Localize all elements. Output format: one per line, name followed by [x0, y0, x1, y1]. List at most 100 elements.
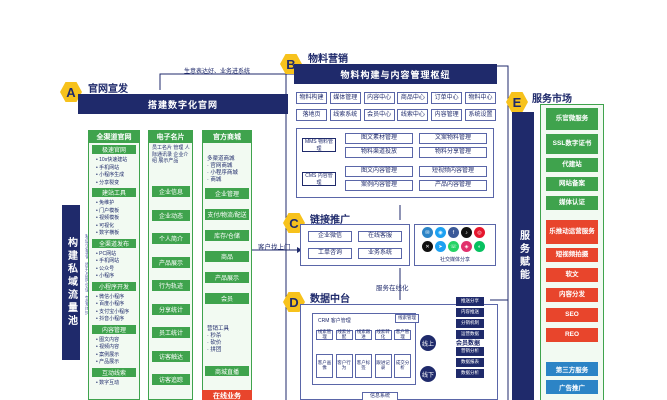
e-card-item: 访客追踪: [152, 374, 190, 385]
info-system-label: 信息系统: [362, 392, 398, 400]
marketing-tools-desc: 营销工具· 秒杀· 砍价· 拼团: [207, 326, 249, 355]
crm-cell: 线索分配: [335, 329, 353, 340]
official-mall-header: 官方商城: [203, 131, 251, 143]
red-service: 乐推动运营服务: [546, 220, 598, 244]
site-group-item: • 10s快速建站: [96, 157, 128, 163]
data-right-item: 数据分析: [456, 369, 484, 378]
site-group-item: • 案例展示: [96, 351, 120, 358]
site-group-item: • 手机网站: [96, 258, 120, 264]
crm-row-2: 客户画像客户行为客户标签跟进记录成交分析: [316, 354, 412, 378]
mms-item: 文案物料管理: [419, 133, 487, 144]
material-cell: 内容中心: [363, 92, 395, 104]
mall-item: 产品展示: [205, 272, 249, 283]
private-traffic-note: *私域流量化 *提升品牌价值 *营销闭环: [84, 232, 90, 316]
red-service: REO: [546, 328, 598, 342]
data-right-item: 营销分析: [456, 347, 484, 356]
material-cell: 线索中心: [397, 109, 429, 121]
site-group-title: 互动线索: [92, 367, 136, 377]
site-group-item: • 可视化: [96, 222, 115, 229]
site-group-item: • 数字横板: [96, 230, 120, 236]
section-a-title: 官网宣发: [88, 84, 128, 95]
member-data-label: 会员数据: [456, 341, 481, 347]
blue-service: 广告推广: [546, 380, 598, 394]
official-mall-column: 官方商城: [202, 130, 252, 400]
e-card-item: 个人简介: [152, 233, 190, 244]
cms-items: 图文内容管理短视频内容管理案例内容管理产品内容管理: [345, 166, 490, 192]
mall-item: 库存/仓储: [205, 230, 249, 241]
tools-line: 营销工具: [207, 326, 230, 332]
qq-icon: ◉: [435, 227, 446, 238]
omnichannel-site-header: 全渠道官网: [89, 131, 139, 143]
e-card-item: 产品展示: [152, 256, 190, 268]
material-cell: 系统设置: [465, 109, 496, 121]
site-group-item: • 支付宝小程序: [96, 308, 130, 315]
material-cell: 媒体管理: [329, 92, 361, 104]
site-group-item: • 公众号: [96, 265, 115, 272]
online-business-bar: 在线业务: [202, 390, 252, 400]
omnichannel-site-column: 全渠道官网: [88, 130, 140, 400]
omnichannel-site-groups: 极速官网• 10s快速建站• 手机网站• 小程序生成• 分享裂变建站工具• 免维…: [90, 145, 138, 400]
crm-cell-2: 客户标签: [355, 354, 372, 378]
crm-cell-2: 客户行为: [335, 354, 353, 378]
mms-item: 物料分享管理: [419, 147, 487, 158]
service-empower-vertical: 服务赋能: [512, 112, 534, 400]
service-online-label: 服务在线化: [376, 285, 409, 292]
tools-line: · 拼团: [207, 347, 222, 354]
cms-item: 产品内容管理: [419, 180, 487, 191]
material-row-1: 物料构建媒体管理内容中心商品中心订单中心物料中心: [296, 92, 496, 104]
link-item-3: 业务系统: [358, 248, 402, 259]
mms-item: 物料渠道投放: [345, 147, 413, 158]
social-share-label: 社交媒体分享: [440, 257, 471, 263]
material-row-2: 落地页线索系统会员中心线索中心内容管理系统设置: [296, 109, 496, 121]
red-service: SEO: [546, 308, 598, 322]
data-right-items: 推送分享内容推送分销机制运营数据营销分析数据报表数据分析: [456, 297, 484, 387]
e-card-item: 行为轨迹: [152, 280, 190, 291]
mall-desc-line: · 小程序商城: [207, 170, 238, 177]
online-circle: 线上: [420, 335, 436, 351]
official-mall-desc: 多渠道商城· 官网商城· 小程序商城· 商城: [207, 156, 249, 185]
site-group-item: • 数字互动: [96, 379, 120, 386]
site-group-item: • 微信小程序: [96, 293, 125, 300]
site-group-item: • 小程序: [96, 273, 115, 279]
mms-items: 图文素材管理文案物料管理物料渠道投放物料分享管理: [345, 133, 490, 159]
mall-desc-line: · 官网商城: [207, 163, 233, 170]
site-group-title: 极速官网: [92, 145, 136, 154]
offline-circle: 线下: [420, 366, 436, 382]
green-service: 媒体认证: [546, 196, 598, 210]
site-group-item: • 视频模板: [96, 215, 120, 221]
site-group-item: • 分享裂变: [96, 179, 120, 186]
mall-live-item: 商城直播: [205, 366, 249, 376]
mall-item: 企业管理: [205, 188, 249, 199]
green-service: 网站备案: [546, 177, 598, 191]
blue-service: 第三方服务: [546, 362, 598, 376]
material-cell: 物料构建: [296, 92, 327, 104]
weibo-icon: ◎: [474, 227, 485, 238]
facebook-icon: f: [448, 227, 459, 238]
arrow-note: 生意表达好、业务进系统: [184, 69, 251, 75]
site-group-title: 内容管理: [92, 324, 136, 334]
mms-label: MMS 物料管理: [302, 138, 336, 152]
data-right-item: 内容推送: [456, 308, 484, 317]
e-card-item: 访客触达: [152, 350, 190, 362]
x-icon: ✕: [422, 241, 433, 252]
crm-cell: 线索转化: [374, 329, 392, 340]
mms-item: 图文素材管理: [345, 133, 413, 144]
crm-cell: 客户管理: [394, 329, 411, 340]
e-card-item: 企业动态: [152, 209, 190, 221]
section-e-badge: E: [506, 92, 528, 112]
section-e-title: 服务市场: [532, 94, 572, 105]
site-group-item: • 产品展示: [96, 359, 120, 365]
official-mall-items: 企业管理支付/物流/配送库存/仓储商品产品展示会员: [205, 188, 249, 318]
e-card-item: 企业信息: [152, 186, 190, 197]
material-cell: 商品中心: [397, 92, 429, 104]
cms-item: 图文内容管理: [345, 166, 413, 177]
mall-item: 商品: [205, 251, 249, 262]
mall-desc-line: 多渠道商城: [207, 156, 235, 162]
tiktok-icon: ♪: [461, 227, 472, 238]
crm-cell-2: 成交分析: [394, 354, 411, 378]
section-b-title: 物料营销: [308, 54, 348, 65]
cms-label: CMS 内容管理: [302, 172, 336, 186]
crm-row: 线索管理线索分配线索跟进线索转化客户管理: [316, 329, 412, 340]
